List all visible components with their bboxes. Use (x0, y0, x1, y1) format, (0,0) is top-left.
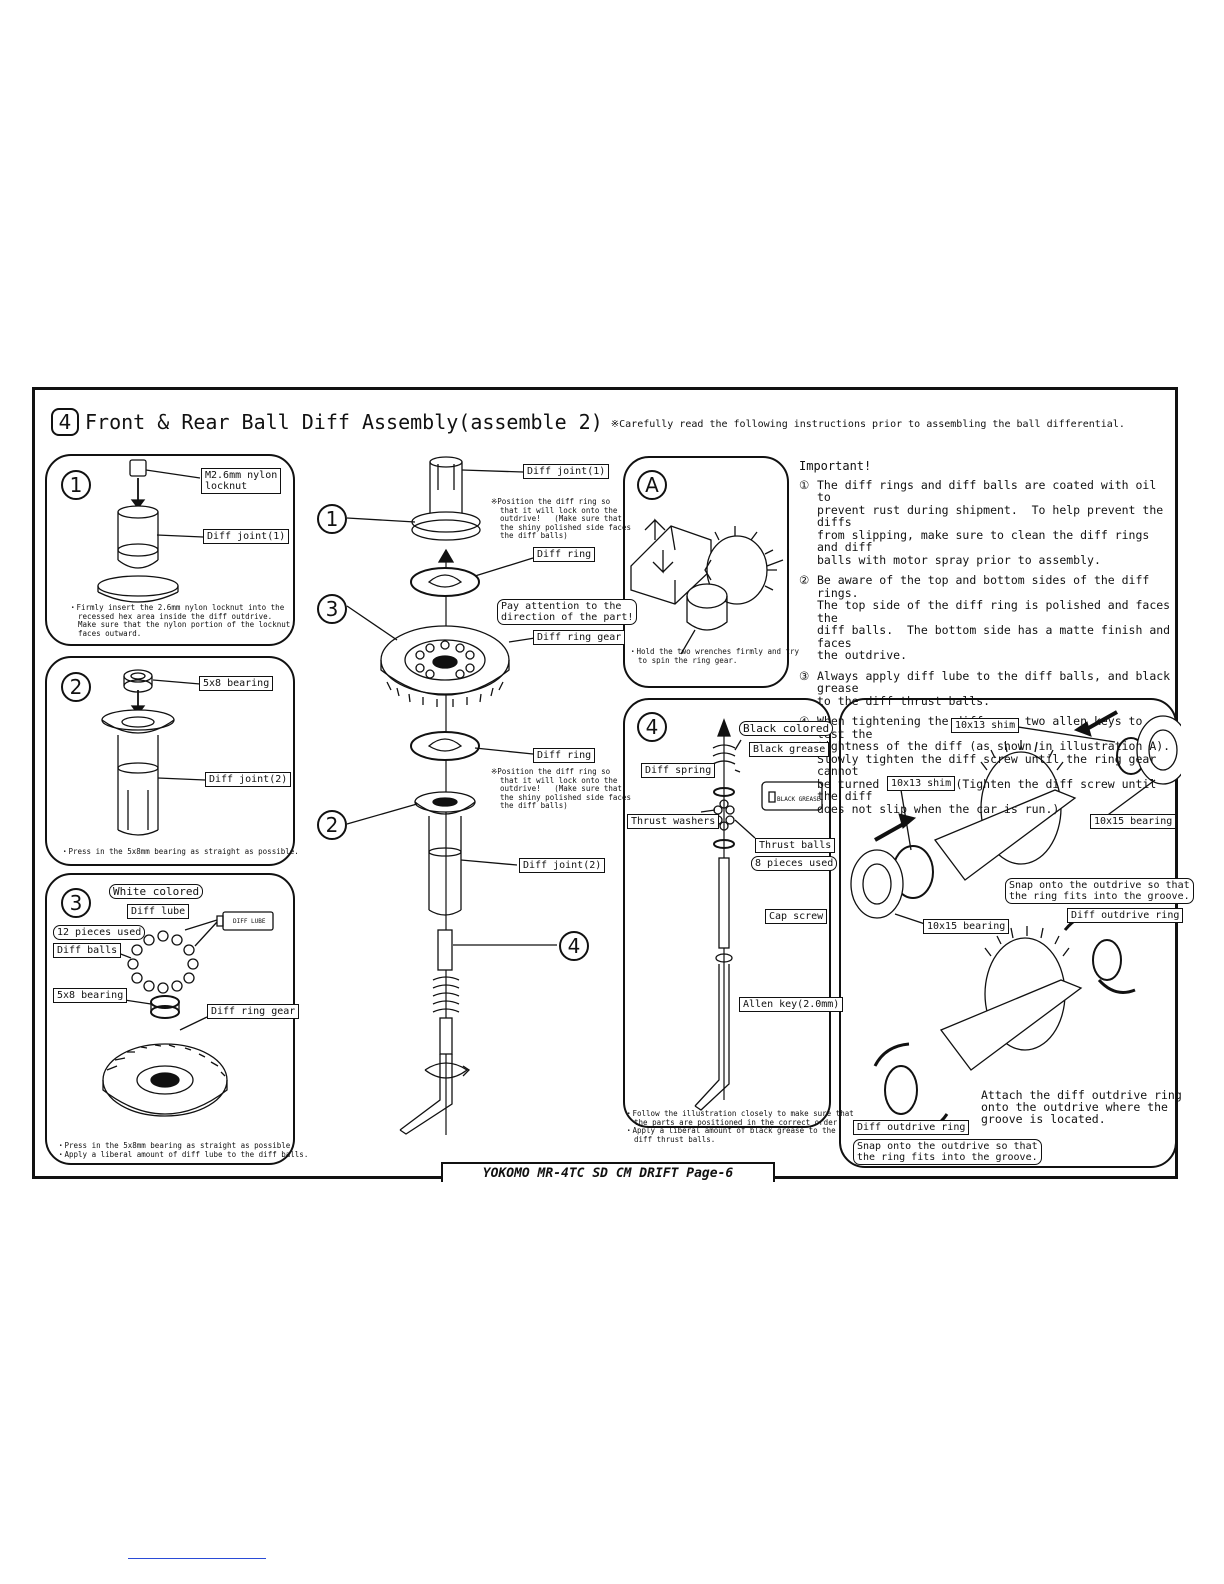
label-diff-spring: Diff spring (641, 763, 716, 778)
step-1-number: 1 (61, 470, 91, 500)
page-footer: YOKOMO MR-4TC SD CM DRIFT Page-6 (441, 1162, 775, 1182)
important-item: ② Be aware of the top and bottom sides o… (799, 574, 1177, 662)
label-12-pieces: 12 pieces used (53, 925, 146, 940)
illustration-a-letter: A (637, 470, 667, 500)
note-center-top: ※Position the diff ring so that it will … (491, 497, 631, 540)
important-item-text: The diff rings and diff balls are coated… (817, 477, 1164, 567)
center-number-4: 4 (559, 931, 589, 961)
important-notes: Important! ① The diff rings and diff bal… (799, 460, 1177, 823)
label-diff-lube: Diff lube (127, 904, 190, 919)
important-item-number: ① (799, 477, 810, 492)
title-text: Front & Rear Ball Diff Assembly(assemble… (85, 410, 603, 434)
label-8-pieces: 8 pieces used (751, 856, 838, 871)
title-note: ※Carefully read the following instructio… (610, 418, 1125, 430)
label-pay-attention: Pay attention to the direction of the pa… (497, 599, 638, 625)
important-item-number: ③ (799, 668, 810, 683)
diff-joint-1-illustration (97, 459, 204, 603)
exploded-diff-illustration (346, 456, 557, 1135)
label-bearing-right: 10x15 bearing (1090, 814, 1177, 829)
note-step-3: ・Press in the 5x8mm bearing as straight … (57, 1141, 309, 1159)
step-number: 4 (51, 408, 79, 436)
important-item-text: Be aware of the top and bottom sides of … (817, 573, 1171, 662)
center-number-3: 3 (317, 594, 347, 624)
thrust-parts-illustration (694, 718, 823, 1111)
label-snap-top: Snap onto the outdrive so that the ring … (1005, 878, 1194, 904)
line-art (97, 456, 1181, 1135)
important-item-text: Always apply diff lube to the diff balls… (817, 668, 1171, 708)
important-item: ① The diff rings and diff balls are coat… (799, 477, 1177, 567)
label-diff-ring-gear-step-3: Diff ring gear (207, 1004, 300, 1019)
label-center-diff-joint-1: Diff joint(1) (523, 464, 610, 479)
label-thrust-balls: Thrust balls (755, 838, 836, 853)
label-snap-bottom: Snap onto the outdrive so that the ring … (853, 1139, 1042, 1165)
label-black-colored: Black colored (739, 721, 834, 736)
label-outdrive-ring-bottom: Diff outdrive ring (853, 1120, 970, 1135)
shim-assembly-illustration (850, 710, 1181, 1132)
center-number-1: 1 (317, 504, 347, 534)
label-allen-key: Allen key(2.0mm) (739, 997, 844, 1012)
label-outdrive-ring-top: Diff outdrive ring (1067, 908, 1184, 923)
label-white-colored: White colored (109, 884, 204, 899)
diff-lube-tube-text: DIFF LUBE (233, 918, 266, 925)
step-2-number: 2 (61, 672, 91, 702)
bottom-rule (128, 1558, 266, 1559)
label-thrust-washers: Thrust washers (627, 814, 720, 829)
label-center-diff-ring-bottom: Diff ring (533, 748, 596, 763)
label-diff-balls: Diff balls (53, 943, 122, 958)
label-bearing-left: 10x15 bearing (923, 919, 1010, 934)
label-cap-screw: Cap screw (765, 909, 828, 924)
important-item-number: ② (799, 573, 810, 587)
note-center-bottom: ※Position the diff ring so that it will … (491, 767, 631, 810)
diff-joint-2-illustration (101, 669, 206, 836)
instruction-sheet: 4 Front & Rear Ball Diff Assembly(assemb… (32, 387, 1194, 1182)
step-4-number: 4 (637, 712, 667, 742)
label-center-diff-ring-top: Diff ring (533, 547, 596, 562)
note-step-1: ・Firmly insert the 2.6mm nylon locknut i… (69, 603, 291, 638)
label-diff-joint-1: Diff joint(1) (203, 529, 290, 544)
label-center-diff-joint-2: Diff joint(2) (519, 858, 606, 873)
label-5x8-bearing: 5x8 bearing (199, 676, 274, 691)
important-heading: Important! (799, 459, 872, 473)
diff-balls-illustration (102, 911, 274, 1117)
label-diff-joint-2: Diff joint(2) (205, 772, 292, 787)
label-bearing-step-3: 5x8 bearing (53, 988, 128, 1003)
important-item: ③ Always apply diff lube to the diff bal… (799, 668, 1177, 708)
note-step-4: ・Follow the illustration closely to make… (625, 1109, 854, 1144)
label-shim-top: 10x13 shim (951, 718, 1020, 733)
note-step-2: ・Press in the 5x8mm bearing as straight … (61, 847, 299, 856)
black-grease-tube-text: BLACK GREASE (777, 796, 821, 803)
panel-step-2 (45, 656, 295, 866)
note-illustration-a: ・Hold the two wrenches firmly and try to… (629, 647, 800, 665)
center-number-2: 2 (317, 810, 347, 840)
section-title: 4 Front & Rear Ball Diff Assembly(assemb… (51, 408, 1125, 436)
wrench-illustration (630, 518, 784, 655)
label-center-ring-gear: Diff ring gear (533, 630, 626, 645)
note-attach-ring: Attach the diff outdrive ring onto the o… (981, 1088, 1182, 1126)
label-nylon-locknut: M2.6mm nylon locknut (201, 468, 282, 494)
label-shim-left: 10x13 shim (887, 776, 956, 791)
step-3-number: 3 (61, 888, 91, 918)
label-black-grease: Black grease (749, 742, 830, 757)
